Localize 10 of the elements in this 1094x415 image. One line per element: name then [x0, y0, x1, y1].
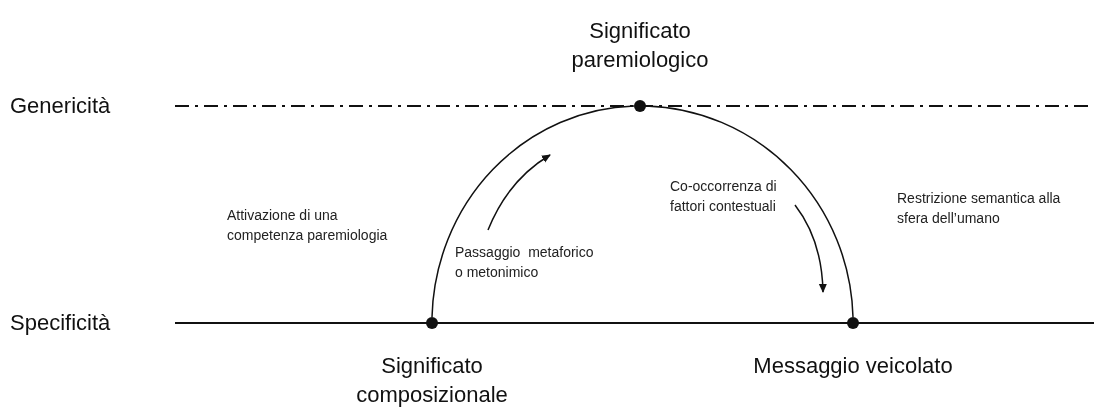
note: Restrizione semantica alla sfera dell’umano [897, 189, 1062, 228]
level-label: Specificità [10, 309, 112, 337]
arc-connector [431, 105, 635, 318]
level-label: Genericità [10, 92, 112, 120]
note: Attivazione di una competenza paremiologia [227, 206, 389, 245]
node-label: Messaggio veicolato [752, 352, 954, 380]
node-label: Significato paremiologico [570, 17, 710, 74]
node-label: Significato composizionale [355, 352, 509, 409]
edge-label: Co-occorrenza di fattori contestuali [670, 177, 778, 216]
edge-label: Passaggio metaforico o metonimico [455, 243, 595, 282]
